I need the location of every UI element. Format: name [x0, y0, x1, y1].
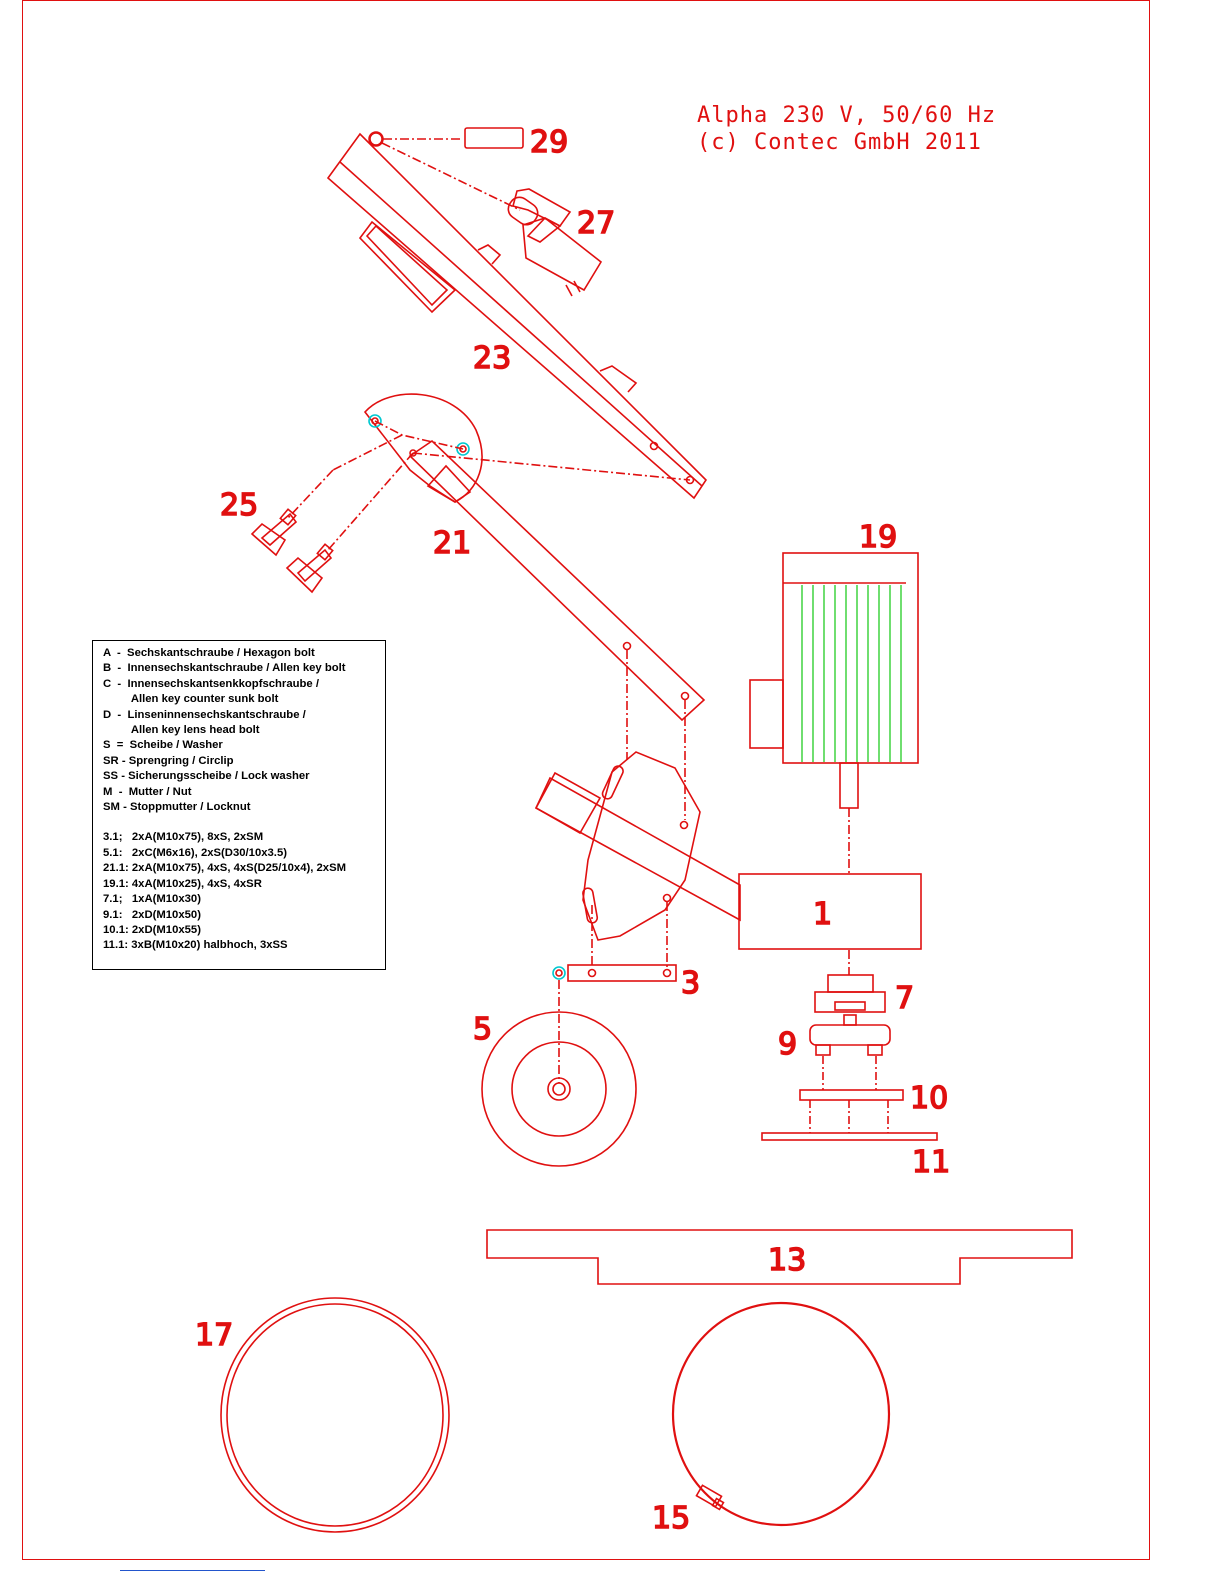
- label-1: 1: [813, 897, 832, 932]
- fastener-legend: A - Sechskantschraube / Hexagon bolt B -…: [92, 640, 386, 970]
- label-7: 7: [895, 981, 914, 1016]
- part-7-coupling: [814, 974, 886, 1013]
- legend-abbrev-a: A - Sechskantschraube / Hexagon bolt: [103, 647, 315, 659]
- part-11-base-plate: [761, 1132, 938, 1141]
- legend-fastener-7-1: 7.1; 1xA(M10x30): [103, 893, 201, 906]
- legend-abbrev-s: S = Scheibe / Washer: [103, 739, 223, 752]
- part-5-wheel: [481, 1011, 637, 1167]
- sheet-frame: [22, 0, 1150, 1560]
- legend-fastener-3-1: 3.1; 2xA(M10x75), 8xS, 2xSM: [103, 831, 264, 844]
- label-27: 27: [577, 206, 615, 241]
- part-17-ring: [220, 1297, 450, 1533]
- label-13: 13: [768, 1243, 806, 1278]
- label-11: 11: [912, 1145, 950, 1180]
- part-15-clamp: [671, 1301, 891, 1527]
- bottom-rule: [120, 1570, 265, 1571]
- legend-abbrev-m: M - Mutter / Nut: [103, 785, 192, 798]
- legend-fastener-19-1: 19.1: 4xA(M10x25), 4xS, 4xSR: [103, 877, 262, 890]
- legend-abbrev-sr: SR - Sprengring / Circlip: [103, 754, 234, 767]
- title-line-1: Alpha 230 V, 50/60 Hz: [697, 103, 997, 128]
- part-9-castor-mount: [809, 1014, 891, 1090]
- legend-abbrev-c: C - Innensechskantsenkkopfschraube /: [103, 677, 319, 690]
- part-21-pivot-arm: [287, 393, 706, 722]
- label-9: 9: [778, 1027, 797, 1062]
- part-23-arm: [326, 132, 708, 500]
- label-17: 17: [195, 1318, 233, 1353]
- legend-fastener-11-1: 11.1: 3xB(M10x20) halbhoch, 3xSS: [103, 939, 288, 952]
- label-3: 3: [681, 966, 700, 1001]
- legend-fastener-21-1: 21.1: 2xA(M10x75), 4xS, 4xS(D25/10x4), 2…: [103, 862, 347, 875]
- label-5: 5: [473, 1012, 492, 1047]
- part-19-motor: [749, 552, 919, 874]
- part-25-knobs: [250, 508, 334, 594]
- label-15: 15: [652, 1501, 690, 1536]
- legend-abbrev-ss: SS - Sicherungsscheibe / Lock washer: [103, 770, 310, 783]
- label-19: 19: [859, 520, 897, 555]
- label-23: 23: [473, 341, 511, 376]
- label-29: 29: [530, 125, 568, 160]
- legend-fastener-5-1: 5.1: 2xC(M6x16), 2xS(D30/10x3.5): [103, 846, 287, 859]
- legend-abbrev-d: D - Linseninnensechskantschraube /: [103, 708, 306, 721]
- legend-fastener-10-1: 10.1: 2xD(M10x55): [103, 923, 201, 936]
- legend-abbrev-c-en: Allen key counter sunk bolt: [103, 693, 279, 706]
- legend-abbrev-d-en: Allen key lens head bolt: [103, 724, 260, 737]
- title-line-2: (c) Contec GmbH 2011: [697, 130, 982, 155]
- legend-fastener-9-1: 9.1: 2xD(M10x50): [103, 908, 201, 921]
- part-13-bridge: [486, 1229, 1073, 1285]
- legend-abbrev-sm: SM - Stoppmutter / Locknut: [103, 801, 251, 814]
- part-27-clamp: [507, 188, 603, 297]
- drawing-title: Alpha 230 V, 50/60 Hz(c) Contec GmbH 201…: [697, 102, 996, 156]
- part-29-pin: [368, 127, 524, 211]
- label-21: 21: [433, 526, 471, 561]
- part-3-link: [552, 964, 677, 1083]
- part-10-plate: [799, 1089, 904, 1133]
- label-10: 10: [910, 1081, 948, 1116]
- part-1-base: [534, 650, 922, 975]
- legend-gap: [103, 815, 385, 830]
- label-25: 25: [220, 488, 258, 523]
- legend-abbrev-b: B - Innensechskantschraube / Allen key b…: [103, 662, 346, 675]
